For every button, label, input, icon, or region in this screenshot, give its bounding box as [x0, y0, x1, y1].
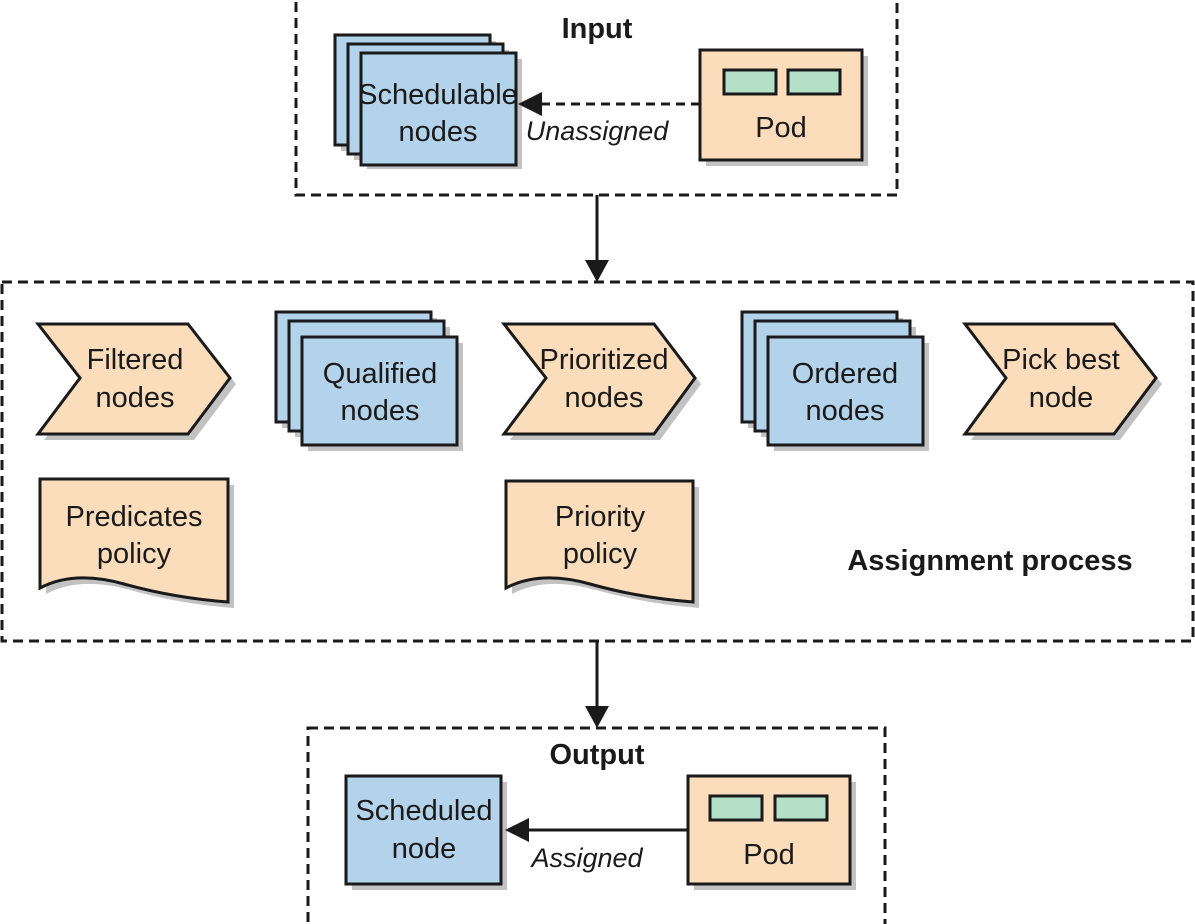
output-frame: Output Scheduled node Assigned Pod	[306, 726, 887, 924]
output-pod-container-2	[773, 794, 829, 822]
assigned-edge: Assigned	[505, 818, 688, 873]
priority-policy-label-line1: Priority	[555, 501, 646, 533]
filtered-nodes-label-line1: Filtered	[87, 344, 184, 376]
assigned-arrowhead	[505, 818, 529, 842]
input-pod-container-2	[786, 68, 842, 96]
assignment-frame: Filtered nodes Qualified nodes Prioritiz…	[0, 280, 1195, 643]
assignment-process-title: Assignment process	[847, 545, 1132, 577]
predicates-policy-label-line2: policy	[97, 538, 172, 570]
prioritized-nodes-label-line2: nodes	[564, 382, 643, 414]
qualified-nodes-stack: Qualified nodes	[274, 310, 463, 451]
assigned-label: Assigned	[529, 843, 643, 873]
ordered-nodes-label-line2: nodes	[805, 395, 884, 427]
input-frame: Input Schedulable nodes Unassigned Pod	[294, 0, 899, 197]
ordered-nodes-label-line1: Ordered	[792, 358, 898, 390]
schedulable-nodes-label-line1: Schedulable	[358, 79, 518, 111]
scheduled-node-label-line2: node	[392, 833, 457, 865]
prioritized-nodes-step: Prioritized nodes	[500, 322, 701, 440]
filtered-nodes-label-line2: nodes	[95, 382, 174, 414]
schedulable-nodes-stack: Schedulable nodes	[333, 33, 522, 169]
qualified-nodes-label-line1: Qualified	[323, 358, 437, 390]
assignment-to-output-arrow	[585, 641, 609, 728]
unassigned-label: Unassigned	[526, 116, 670, 146]
input-pod-label: Pod	[755, 112, 807, 144]
pick-best-node-label-line2: node	[1029, 382, 1094, 414]
pick-best-node-label-line1: Pick best	[1002, 344, 1120, 376]
input-pod: Pod	[698, 48, 868, 166]
predicates-policy-document: Predicates policy	[38, 477, 234, 608]
ordered-nodes-stack: Ordered nodes	[740, 310, 929, 451]
pick-best-node-step: Pick best node	[961, 322, 1162, 440]
scheduled-node: Scheduled node	[344, 774, 507, 890]
input-title: Input	[562, 13, 633, 45]
schedulable-nodes-label-line2: nodes	[398, 116, 477, 148]
predicates-policy-label-line1: Predicates	[65, 501, 202, 533]
priority-policy-document: Priority policy	[504, 479, 699, 608]
output-pod-label: Pod	[743, 839, 795, 871]
unassigned-arrowhead	[518, 92, 542, 116]
unassigned-edge: Unassigned	[518, 92, 700, 146]
output-title: Output	[549, 739, 644, 771]
filtered-nodes-step: Filtered nodes	[34, 322, 236, 440]
output-pod: Pod	[686, 774, 856, 890]
input-pod-container-1	[722, 68, 778, 96]
output-pod-container-1	[708, 794, 764, 822]
qualified-nodes-label-line2: nodes	[340, 395, 419, 427]
scheduled-node-label-line1: Scheduled	[355, 795, 492, 827]
priority-policy-label-line2: policy	[563, 538, 638, 570]
input-to-assignment-arrow	[585, 195, 609, 282]
prioritized-nodes-label-line1: Prioritized	[540, 344, 669, 376]
